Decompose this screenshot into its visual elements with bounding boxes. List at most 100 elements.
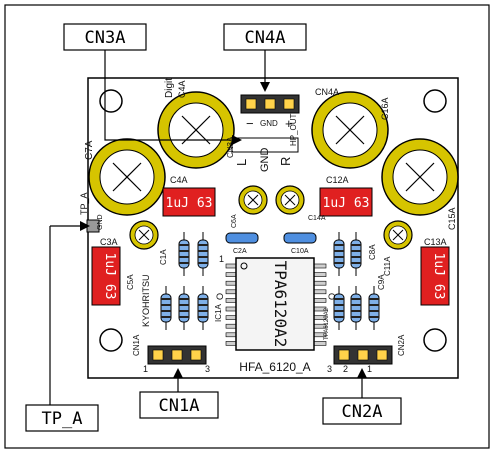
red-cap-label: 1uJ 63 — [102, 253, 117, 300]
red-cap-label: 1uJ 63 — [323, 196, 370, 211]
silk-kyohritsu: KYOHRITSU — [141, 274, 151, 327]
silk-pin-one: 1 — [219, 254, 224, 264]
red-capacitor-c: 1uJ 63 — [91, 246, 121, 306]
mounting-hole-tl — [99, 89, 123, 113]
resistor — [160, 286, 172, 330]
header-cn2a — [333, 345, 393, 365]
silk-c16a: C16A — [380, 97, 390, 120]
silk-c11a: C11A — [383, 256, 392, 276]
red-capacitor-d: 1uJ 63 — [420, 246, 450, 306]
silk-tp-a: TP_A — [79, 192, 89, 215]
callout-cn1a-label: CN1A — [159, 396, 200, 416]
silk-c13a: C13A — [424, 237, 447, 247]
ic-pin — [313, 289, 327, 295]
resistor — [178, 232, 190, 276]
silk-cn2a: CN2A — [397, 334, 406, 356]
ic-pin — [313, 341, 327, 346]
mounting-hole-tr — [423, 89, 447, 113]
silk-cn2a-pin3: 3 — [327, 364, 332, 374]
ic-pin — [313, 263, 327, 269]
resistor — [350, 232, 362, 276]
silk-c15a: C15A — [447, 207, 457, 230]
silk-c3a: C3A — [100, 237, 118, 247]
callout-cn3a-label: CN3A — [85, 28, 126, 48]
silk-c7a: C7A — [84, 140, 95, 160]
callout-cn2a-label: CN2A — [342, 402, 383, 422]
callout-cn2a: CN2A — [322, 397, 402, 425]
silk-c14a: C14A — [308, 215, 326, 222]
chip-part-label: TPA6120A2 — [271, 261, 290, 348]
silk-o-mark-2: O — [327, 293, 337, 300]
capacitor-c11a — [383, 220, 413, 250]
silk-c1a: C1A — [159, 249, 168, 265]
resistor — [368, 286, 380, 330]
silk-cn1a-pin1: 1 — [143, 364, 148, 374]
blue-capacitor-c2a — [225, 232, 259, 244]
callout-tp-a: TP_A — [25, 404, 99, 432]
resistor — [350, 286, 362, 330]
ic-pin — [313, 298, 327, 303]
silk-c10a: C10A — [291, 248, 309, 255]
red-capacitor-b: 1uJ 63 — [319, 187, 373, 217]
capacitor-c14a — [275, 185, 305, 215]
silk-c4a-top: C4A — [177, 80, 187, 98]
red-capacitor-a: 1uJ 63 — [162, 187, 216, 217]
silk-cn4a: CN4A — [315, 87, 339, 97]
header-cn1a — [147, 345, 207, 365]
silk-c4a: C4A — [170, 175, 188, 185]
silk-gnd: GND — [260, 119, 278, 128]
silk-digit: Digit — [164, 78, 175, 98]
silk-l: L — [234, 159, 249, 166]
callout-cn1a: CN1A — [139, 391, 219, 419]
silk-o-mark: O — [215, 293, 225, 300]
silk-gnd-2: GND — [259, 148, 271, 173]
callout-tp-a-label: TP_A — [42, 409, 83, 429]
silk-cn2a-pin2: 2 — [343, 364, 348, 374]
callout-cn4a-label: CN4A — [245, 28, 286, 48]
resistor — [178, 286, 190, 330]
capacitor-c6a — [238, 185, 268, 215]
silk-c9a: C9A — [377, 274, 386, 290]
red-cap-label: 1uJ 63 — [431, 253, 446, 300]
red-cap-label: 1uJ 63 — [166, 196, 213, 211]
mounting-hole-br — [423, 328, 447, 352]
callout-arrowheads — [80, 82, 367, 378]
ic-pin — [313, 272, 327, 277]
silk-minus: − — [246, 116, 254, 131]
callout-cn3a: CN3A — [63, 23, 147, 51]
mounting-hole-bl — [99, 328, 123, 352]
silk-cn1a: CN1A — [132, 334, 141, 356]
resistor — [197, 232, 209, 276]
capacitor-c12a — [311, 91, 389, 169]
ic-tpa6120a2: TPA6120A2 — [225, 257, 327, 351]
resistor — [333, 286, 345, 330]
silk-c6a: C6A — [231, 214, 238, 228]
capacitor-c4a — [157, 91, 235, 169]
capacitor-c3a — [129, 220, 159, 250]
blue-capacitor-c10a — [283, 232, 317, 244]
resistor — [333, 232, 345, 276]
silk-hp-out: HP_OUT — [289, 113, 298, 146]
silk-c2a: C2A — [233, 248, 247, 255]
silk-cn2a-pin1: 1 — [367, 364, 372, 374]
silk-plus: + — [285, 116, 293, 131]
capacitor-c15a — [381, 138, 459, 216]
silk-r: R — [278, 157, 293, 166]
silk-c5a: C5A — [126, 274, 135, 290]
resistor-group — [160, 232, 380, 330]
callout-leaders — [49, 46, 363, 405]
silk-cn3a: CN3A — [226, 136, 235, 158]
ic-pin — [313, 280, 327, 286]
header-cn4a — [240, 94, 300, 114]
silk-board-name: HFA_6120_A — [239, 360, 310, 374]
silk-c12a: C12A — [326, 175, 349, 185]
silk-cn1a-pin3: 3 — [205, 364, 210, 374]
silk-gnd-tp: GND — [97, 214, 104, 230]
silk-ic1a: IC1A — [214, 304, 223, 322]
silk-c8a: C8A — [368, 244, 377, 260]
capacitor-c7a — [88, 138, 166, 216]
callout-cn4a: CN4A — [223, 23, 307, 51]
silk-tpa-small: TPA6120A2 — [324, 307, 330, 340]
